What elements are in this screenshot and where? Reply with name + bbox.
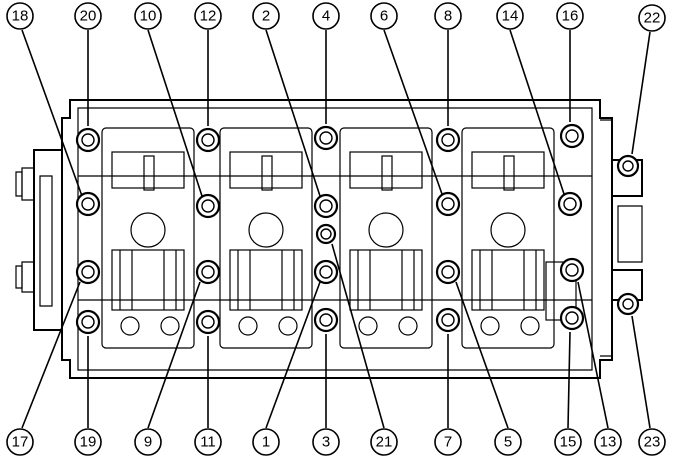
bolt-2 — [313, 193, 339, 219]
callout-1: 1 — [252, 428, 280, 456]
bolt-3 — [313, 307, 339, 333]
callout-13: 13 — [594, 428, 622, 456]
svg-text:14: 14 — [502, 8, 519, 25]
callout-10: 10 — [134, 2, 162, 30]
callout-19: 19 — [74, 428, 102, 456]
svg-text:1: 1 — [262, 434, 270, 451]
bolt-10 — [195, 193, 221, 219]
cam-section-2 — [219, 127, 313, 349]
callout-22: 22 — [638, 4, 666, 32]
callout-18: 18 — [6, 2, 34, 30]
svg-text:11: 11 — [200, 434, 216, 451]
bolt-14 — [557, 191, 583, 217]
bolt-5 — [435, 259, 461, 285]
svg-text:18: 18 — [12, 8, 29, 25]
svg-text:9: 9 — [144, 434, 152, 451]
cam-section-3 — [339, 127, 433, 349]
bolt-7 — [435, 307, 461, 333]
svg-text:10: 10 — [140, 8, 157, 25]
bolts — [75, 123, 640, 335]
bolt-13 — [559, 257, 585, 283]
svg-text:13: 13 — [600, 434, 617, 451]
callout-14: 14 — [496, 2, 524, 30]
leader-lines — [21, 29, 651, 429]
bolt-12 — [195, 127, 221, 153]
callout-4: 4 — [312, 2, 340, 30]
bolt-9 — [195, 259, 221, 285]
svg-text:6: 6 — [380, 8, 388, 25]
svg-text:20: 20 — [80, 8, 97, 25]
svg-text:12: 12 — [200, 8, 217, 25]
callout-20: 20 — [74, 2, 102, 30]
callout-12: 12 — [194, 2, 222, 30]
callout-11: 11 — [194, 428, 222, 456]
bolt-15 — [559, 305, 585, 331]
svg-text:4: 4 — [322, 8, 330, 25]
bolt-11 — [195, 309, 221, 335]
svg-text:21: 21 — [376, 434, 393, 451]
callout-7: 7 — [434, 428, 462, 456]
callout-2: 2 — [252, 2, 280, 30]
bolt-19 — [75, 309, 101, 335]
callout-21: 21 — [370, 428, 398, 456]
cylinder-head-outline — [15, 99, 643, 379]
bolt-1 — [313, 259, 339, 285]
callout-8: 8 — [434, 2, 462, 30]
bolt-23 — [616, 292, 640, 316]
svg-text:2: 2 — [262, 8, 270, 25]
callout-15: 15 — [554, 428, 582, 456]
callout-9: 9 — [134, 428, 162, 456]
callouts: 18 20 10 12 2 4 6 8 14 16 22 17 19 9 11 … — [6, 2, 666, 456]
cam-section-1 — [101, 127, 195, 349]
bolt-6 — [435, 191, 461, 217]
svg-text:16: 16 — [562, 8, 579, 25]
svg-text:5: 5 — [504, 434, 512, 451]
svg-text:3: 3 — [322, 434, 330, 451]
callout-23: 23 — [638, 428, 666, 456]
bolt-21 — [315, 223, 337, 245]
svg-text:8: 8 — [444, 8, 452, 25]
svg-text:22: 22 — [644, 10, 661, 27]
bolt-22 — [616, 154, 640, 178]
callout-17: 17 — [6, 428, 34, 456]
svg-text:7: 7 — [444, 434, 452, 451]
cam-section-4 — [461, 127, 555, 349]
bolt-8 — [435, 127, 461, 153]
bolt-16 — [559, 123, 585, 149]
bolt-4 — [313, 125, 339, 151]
callout-5: 5 — [494, 428, 522, 456]
callout-6: 6 — [370, 2, 398, 30]
bolt-18 — [75, 191, 101, 217]
svg-text:15: 15 — [560, 434, 577, 451]
bolt-20 — [75, 127, 101, 153]
bolt-17 — [75, 259, 101, 285]
callout-3: 3 — [312, 428, 340, 456]
svg-text:19: 19 — [80, 434, 97, 451]
svg-text:17: 17 — [12, 434, 29, 451]
svg-text:23: 23 — [644, 434, 661, 451]
callout-16: 16 — [556, 2, 584, 30]
